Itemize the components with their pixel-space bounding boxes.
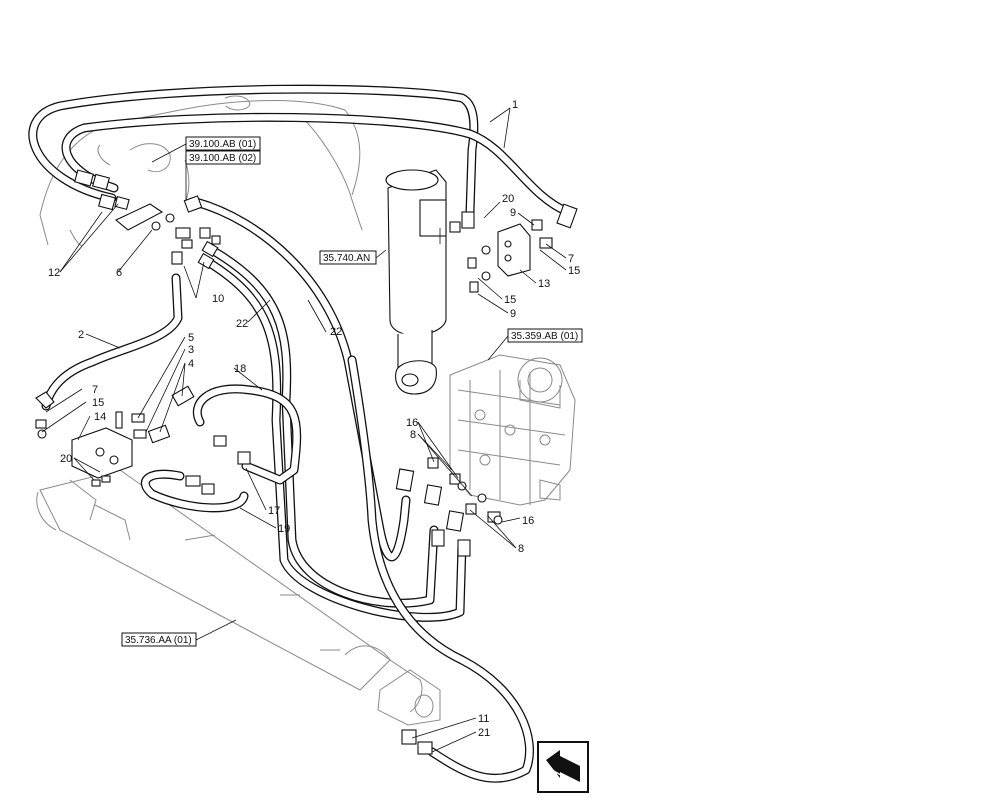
- ref-box-35-736-aa-01: [121, 632, 197, 647]
- callout-numbers: 1 20 9 7 15 13 15 9 12 6 10 2 22 22 5 3 …: [48, 99, 580, 739]
- callout-1: 1: [512, 99, 518, 111]
- callout-12: 12: [48, 267, 60, 279]
- callout-15: 15: [92, 397, 104, 409]
- callout-16: 16: [406, 417, 418, 429]
- leader-lines: [41, 107, 567, 753]
- callout-17: 17: [268, 505, 280, 517]
- callout-16: 16: [522, 515, 534, 527]
- callout-4: 4: [188, 358, 194, 370]
- ref-35-359-ab-01[interactable]: 35.359.AB (01): [511, 331, 578, 342]
- control-valve: [449, 354, 576, 506]
- page-arrow-icon[interactable]: [537, 741, 589, 793]
- callout-9: 9: [510, 207, 516, 219]
- ref-box-39-100-ab-02: [185, 150, 261, 165]
- reference-labels: 39.100.AB (01) 39.100.AB (02) 35.740.AN …: [121, 136, 583, 647]
- callout-6: 6: [116, 267, 122, 279]
- callout-15: 15: [568, 265, 580, 277]
- ref-box-39-100-ab-01: [185, 136, 261, 151]
- callout-14: 14: [94, 411, 106, 423]
- ref-35-740-an[interactable]: 35.740.AN: [323, 253, 370, 264]
- callout-20: 20: [502, 193, 514, 205]
- callout-19: 19: [278, 523, 290, 535]
- callout-15: 15: [504, 294, 516, 306]
- callout-3: 3: [188, 344, 194, 356]
- callout-5: 5: [188, 332, 194, 344]
- ref-35-736-aa-01[interactable]: 35.736.AA (01): [125, 635, 192, 646]
- callout-22: 22: [330, 326, 342, 338]
- callout-10: 10: [212, 293, 224, 305]
- callout-13: 13: [538, 278, 550, 290]
- callout-21: 21: [478, 727, 490, 739]
- callout-9: 9: [510, 308, 516, 320]
- ref-box-35-740-an: [319, 250, 377, 265]
- callout-8: 8: [410, 429, 416, 441]
- lift-cylinder: [385, 169, 447, 395]
- callout-8: 8: [518, 543, 524, 555]
- callout-7: 7: [568, 253, 574, 265]
- hoses: [28, 84, 573, 783]
- callout-2: 2: [78, 329, 84, 341]
- callout-22: 22: [236, 318, 248, 330]
- ref-box-35-359-ab-01: [507, 328, 583, 343]
- callout-11: 11: [478, 713, 489, 725]
- ref-39-100-ab-02[interactable]: 39.100.AB (02): [189, 153, 256, 164]
- fittings: [35, 169, 578, 755]
- callout-20: 20: [60, 453, 72, 465]
- callout-18: 18: [234, 363, 246, 375]
- callout-7: 7: [92, 384, 98, 396]
- ref-39-100-ab-01[interactable]: 39.100.AB (01): [189, 139, 256, 150]
